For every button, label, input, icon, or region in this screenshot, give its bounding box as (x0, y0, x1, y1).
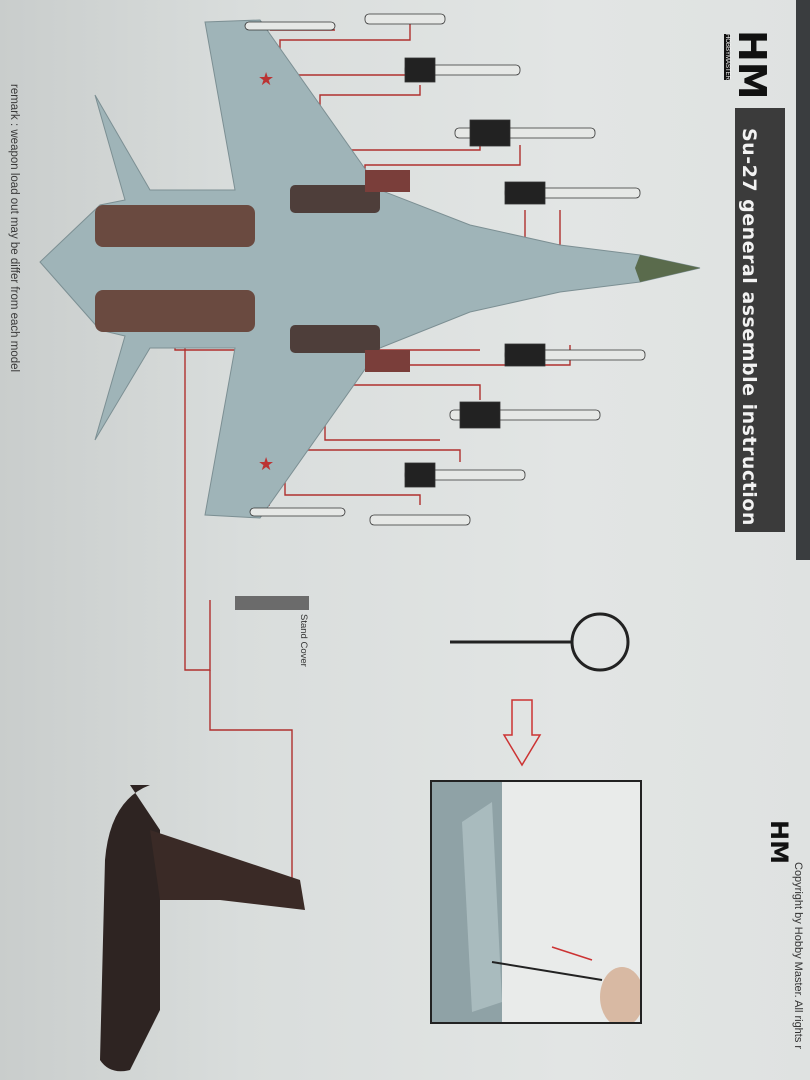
stand-cover-part (235, 596, 309, 610)
table-edge (796, 0, 810, 560)
logo-subtext: HOBBYMASTER (724, 34, 730, 81)
arrow-down-icon (502, 699, 542, 767)
title-banner (735, 108, 785, 532)
logo-mark: HM (730, 30, 774, 100)
stand-cover-label: Stand Cover (298, 614, 309, 667)
svg-text:★: ★ (258, 69, 274, 90)
display-stand (100, 785, 305, 1072)
page-title: Su-27 general assemble instruction (738, 128, 760, 526)
ring-tool (450, 612, 630, 672)
su27-aircraft: ★ ★ (39, 19, 701, 519)
remark-note: remark : weapon load out may be differ f… (8, 84, 20, 373)
svg-text:★: ★ (258, 454, 274, 475)
missiles (244, 13, 646, 526)
hobbymaster-logo: HM HOBBYMASTER (724, 30, 774, 102)
installation-photo (430, 780, 642, 1024)
footer-logo: HM (765, 820, 793, 864)
copyright-text: Copyright by Hobby Master. All rights r (792, 862, 804, 1050)
